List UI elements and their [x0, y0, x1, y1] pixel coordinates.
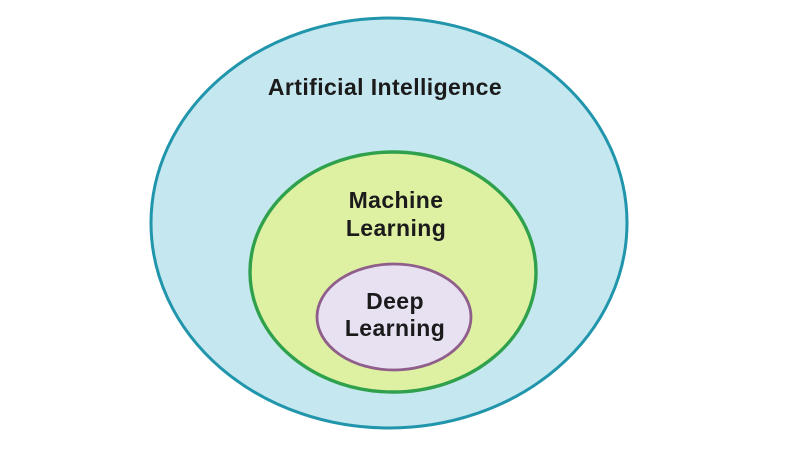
artificial-intelligence-label: Artificial Intelligence	[267, 74, 503, 100]
deep-learning-label: Deep Learning	[344, 288, 446, 341]
machine-learning-label: Machine Learning	[345, 187, 447, 241]
deep-learning-circle	[315, 262, 473, 372]
